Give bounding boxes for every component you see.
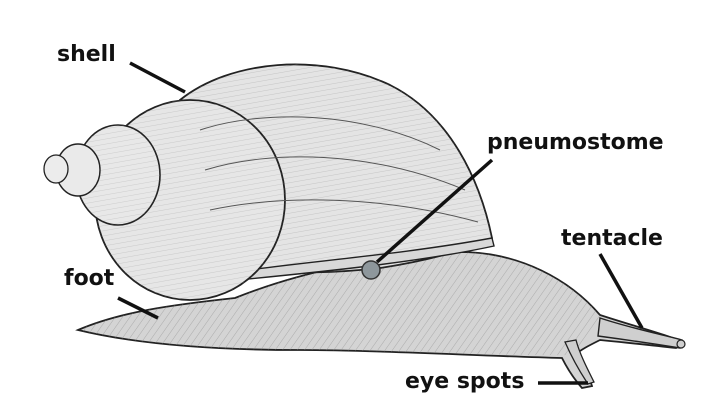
label-tentacle: tentacle [561, 228, 663, 250]
label-eye-spots: eye spots [405, 371, 524, 393]
pneumostome-dot [362, 261, 380, 279]
shell-leader-line [130, 63, 185, 92]
label-pneumostome: pneumostome [487, 132, 664, 154]
label-foot: foot [64, 268, 114, 290]
label-shell: shell [57, 44, 116, 66]
